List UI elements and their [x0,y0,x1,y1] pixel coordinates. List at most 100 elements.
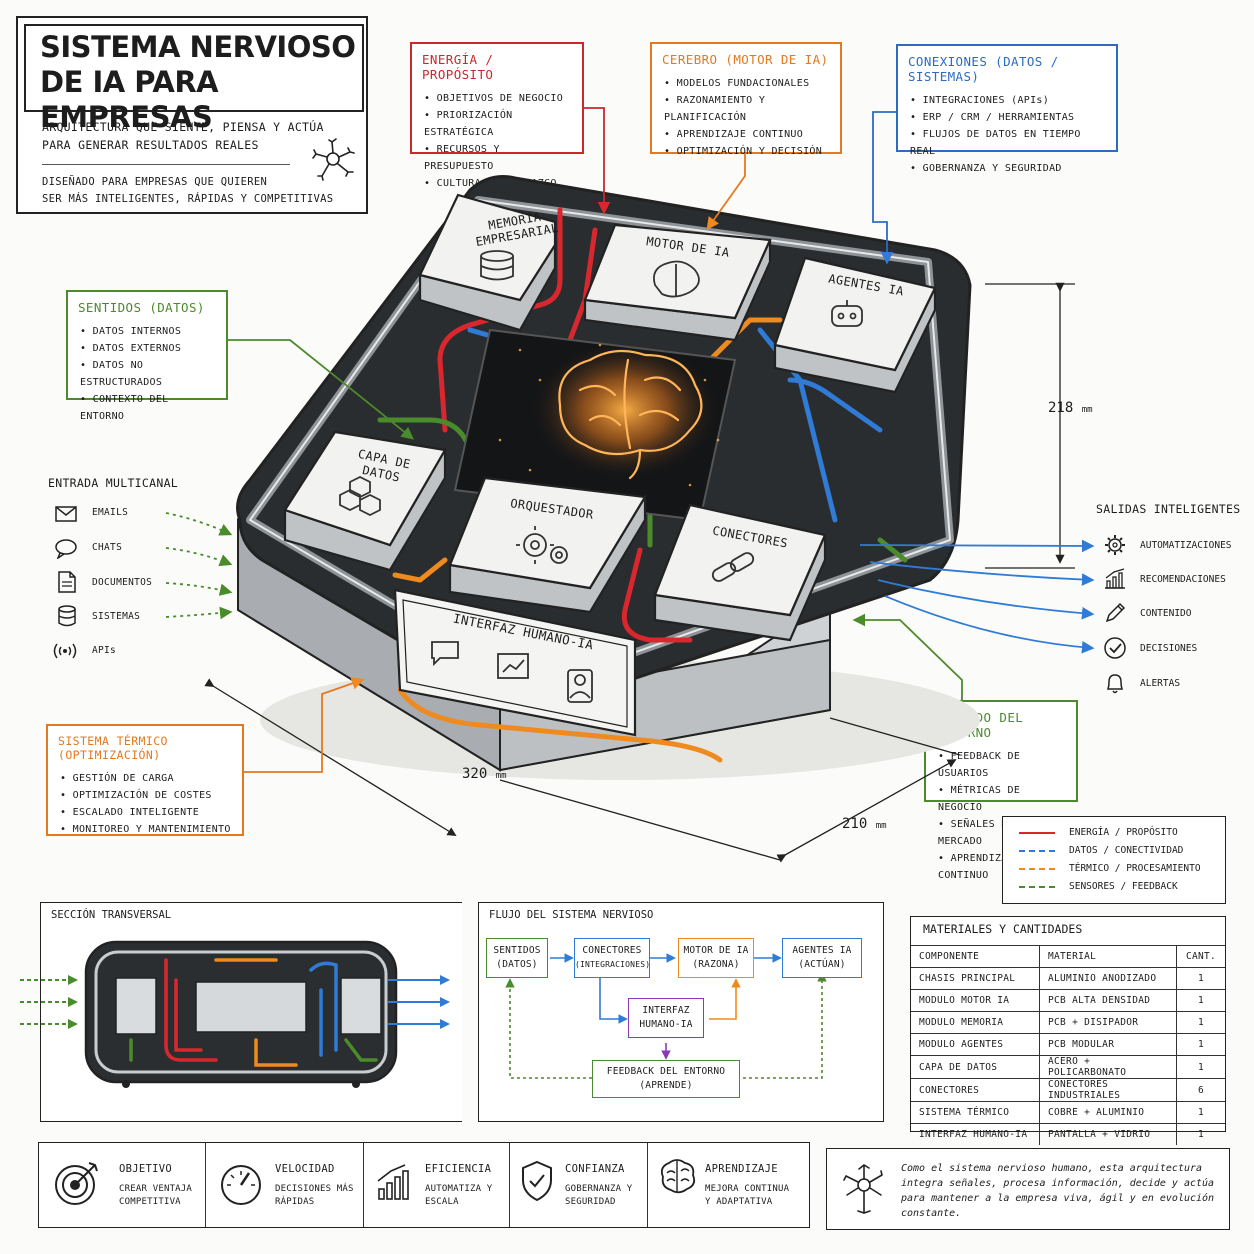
sentidos-callout: SENTIDOS (DATOS) DATOS INTERNOS DATOS EX… [66,290,228,422]
list-item: DOCUMENTOS [52,571,172,596]
list-item: MODELOS FUNDACIONALES [664,75,830,92]
energia-callout: ENERGÍA / PROPÓSITO OBJETIVOS DE NEGOCIO… [410,42,584,189]
flow-node-line: (ACTÚAN) [798,959,846,970]
salidas-label: ALERTAS [1140,678,1181,689]
list-item: FLUJOS DE DATOS EN TIEMPO REAL [910,126,1106,160]
legend-label: DATOS / CONECTIVIDAD [1069,845,1184,856]
materials-table-grid: COMPONENTE MATERIAL CANT. CHASIS PRINCIP… [911,945,1225,1145]
legend-label: TÉRMICO / PROCESAMIENTO [1069,863,1201,874]
dimension-depth: 210 mm [842,816,887,832]
list-item: APRENDIZAJE CONTINUO [664,126,830,143]
callout-title: SENTIDOS (DATOS) [78,300,205,315]
chat-icon [55,539,77,559]
list-item: MONITOREO Y MANTENIMIENTO [60,821,232,838]
legend-label: ENERGÍA / PROPÓSITO [1069,827,1178,838]
kpi-subtitle-line: AUTOMATIZA Y [425,1184,493,1194]
list-item: ESCALADO INTELIGENTE [60,804,232,821]
entrada-label: APIs [92,645,117,656]
conexiones-callout: CONEXIONES (DATOS / SISTEMAS) INTEGRACIO… [896,44,1118,174]
entrada-label: SISTEMAS [92,611,141,622]
entrada-title: ENTRADA MULTICANAL [48,476,179,490]
table-cell: SISTEMA TÉRMICO [911,1101,1040,1124]
entrada-label: EMAILS [92,507,129,518]
neuron-icon [312,138,355,181]
flow-node-line: INTERFAZ [642,1005,690,1016]
callout-title: CONEXIONES (DATOS / SISTEMAS) [908,54,1059,84]
legend-swatch [1019,850,1055,852]
list-item: OBJETIVOS DE NEGOCIO [424,90,572,107]
legend-label: SENSORES / FEEDBACK [1069,881,1178,892]
dimension-width-value: 320 [462,766,488,782]
flow-node-feedback: FEEDBACK DEL ENTORNO (APRENDE) [592,1060,740,1098]
table-cell: 1 [1176,1055,1225,1079]
materiales-table: MATERIALES Y CANTIDADES COMPONENTE MATER… [910,916,1226,1145]
cross-section-illustration [20,940,450,1088]
list-item: DATOS INTERNOS [80,323,216,340]
table-cell: 6 [1176,1078,1225,1102]
callout-title: SISTEMA TÉRMICO (OPTIMIZACIÓN) [58,734,168,762]
table-cell: INTERFAZ HUMANO-IA [911,1123,1040,1145]
flow-node-agentes: AGENTES IA (ACTÚAN) [782,938,862,978]
table-header-row: COMPONENTE MATERIAL CANT. [911,945,1225,968]
list-item: DECISIONES [1102,635,1232,661]
list-item: APIs [52,640,172,664]
table-cell: PCB ALTA DENSIDAD [1039,989,1177,1012]
entrada-label: DOCUMENTOS [92,577,153,588]
list-item: DATOS EXTERNOS [80,340,216,357]
flow-node-line: (INTEGRACIONES) [575,960,651,969]
cerebro-callout: CEREBRO (MOTOR DE IA) MODELOS FUNDACIONA… [650,42,842,157]
quote-line: integra señales, procesa información, de… [901,1178,1215,1189]
dimension-unit: mm [875,821,887,831]
entrada-label: CHATS [92,542,123,553]
list-item: CHATS [52,537,172,561]
kpi-divider [509,1143,510,1227]
chart-icon [1105,568,1125,589]
kpi-subtitle-line: RÁPIDAS [275,1197,315,1207]
list-item: RAZONAMIENTO Y PLANIFICACIÓN [664,92,830,126]
dimension-unit: mm [495,771,507,781]
quote-box: Como el sistema nervioso humano, esta ar… [826,1148,1230,1230]
callout-title: CEREBRO (MOTOR DE IA) [662,52,829,67]
flow-node-motor: MOTOR DE IA (RAZONA) [678,938,754,978]
legend-swatch [1019,868,1055,870]
dimension-height-value: 218 [1048,400,1074,416]
flujo-connectors [505,953,827,1079]
shield-check-icon [522,1160,552,1202]
flow-node-line: MOTOR DE IA [683,945,749,956]
flow-node-line: SENTIDOS [493,945,541,956]
kpi-subtitle-line: SEGURIDAD [565,1197,616,1207]
list-item: SISTEMAS [52,605,172,630]
check-icon [1104,637,1126,659]
kpi-title: EFICIENCIA [425,1163,492,1175]
quote-line: Como el sistema nervioso humano, esta ar… [901,1163,1203,1174]
list-item: INTEGRACIONES (APIs) [910,92,1106,109]
flow-node-sentidos: SENTIDOS (DATOS) [486,938,548,978]
list-item: FEEDBACK DE USUARIOS [938,748,1066,782]
list-item: RECOMENDACIONES [1102,566,1232,592]
kpi-title: APRENDIZAJE [705,1163,778,1175]
dimension-width: 320 mm [462,766,507,782]
list-item: MÉTRICAS DE NEGOCIO [938,782,1066,816]
subtitle-line-1: ARQUITECTURA QUE SIENTE, PIENSA Y ACTÚA [42,120,324,134]
list-item: RECURSOS Y PRESUPUESTO [424,141,572,175]
list-item: EMAILS [52,502,172,526]
flow-node-line: (DATOS) [496,959,538,970]
table-cell: CHASIS PRINCIPAL [911,967,1040,990]
table-cell: 1 [1176,1101,1225,1124]
tagline: DISEÑADO PARA EMPRESAS QUE QUIEREN SER M… [42,174,333,208]
flow-node-line: (RAZONA) [692,959,740,970]
quote-line: para mantener a la empresa viva, ágil y … [901,1193,1215,1204]
flow-node-line: (APRENDE) [639,1080,693,1091]
quote-line: constante. [901,1208,962,1219]
flow-node-line: AGENTES IA [792,945,852,956]
flow-node-interfaz: INTERFAZ HUMANO-IA [628,998,704,1038]
kpi-subtitle-line: Y ADAPTATIVA [705,1197,773,1207]
table-cell: PCB MODULAR [1039,1033,1177,1056]
